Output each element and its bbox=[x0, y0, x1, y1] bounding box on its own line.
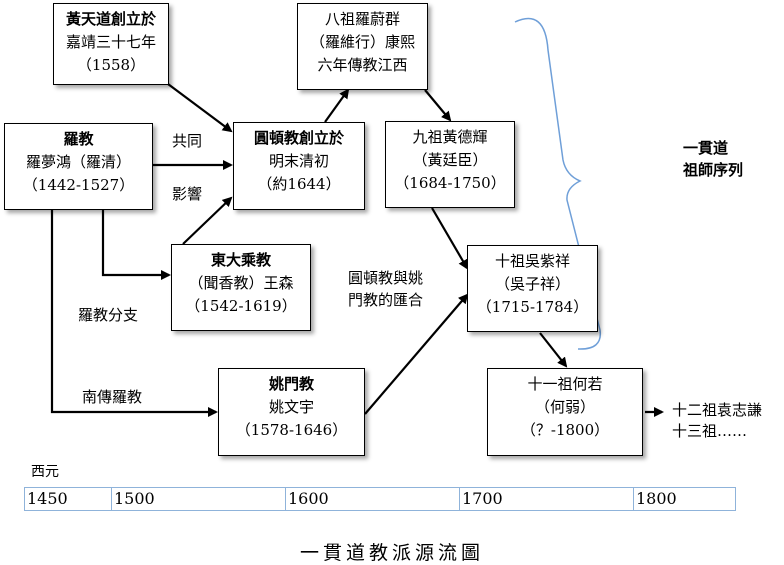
arrow-shi-to-shiyi bbox=[539, 332, 568, 368]
node-jiuzu-line3: （1684-1750） bbox=[394, 174, 506, 192]
diagram-caption: 一貫道教派源流圖 bbox=[299, 542, 484, 564]
node-luojiao-line1: 羅教 bbox=[63, 130, 94, 148]
node-yuandunjiao-line2: 明末清初 bbox=[268, 152, 329, 170]
node-huangtiandao-line2: 嘉靖三十七年 bbox=[65, 33, 156, 51]
arrow-ba-to-jiu bbox=[424, 89, 452, 122]
timeline-year-1800: 1800 bbox=[633, 488, 677, 510]
node-bazu-line2: （羅維行）康熙 bbox=[309, 33, 415, 51]
node-yuandunjiao: 圓頓教創立於 明末清初 （約1644） bbox=[233, 122, 365, 210]
timeline-year-1450: 1450 bbox=[27, 489, 68, 508]
node-shizu-line2: （吳子祥） bbox=[494, 275, 570, 293]
node-bazu-line3: 六年傳教江西 bbox=[317, 56, 408, 74]
arrow-yuandun-to-ba bbox=[324, 88, 350, 123]
node-bazu: 八祖羅蔚群 （羅維行）康熙 六年傳教江西 bbox=[297, 3, 428, 90]
node-shiyizu-line3: （？-1800） bbox=[520, 421, 610, 439]
timeline-year-1600: 1600 bbox=[285, 488, 329, 510]
node-shiyizu-line2: （何弱） bbox=[534, 398, 595, 416]
timeline-bar: 1450 1500 1600 1700 1800 bbox=[24, 487, 736, 511]
label-gongtong: 共同 bbox=[172, 132, 203, 150]
node-luojiao-line3: （1442-1527） bbox=[22, 176, 135, 194]
timeline-year-1700: 1700 bbox=[459, 488, 503, 510]
arrow-yaomen-to-shi bbox=[364, 293, 469, 415]
arrow-luo-to-yaomen bbox=[50, 210, 218, 417]
patriarch-brace bbox=[514, 17, 602, 350]
node-yaomenjiao-line2: 姚文宇 bbox=[268, 398, 314, 416]
label-later-line1: 十二祖袁志謙 bbox=[672, 401, 763, 419]
node-yaomenjiao-line1: 姚門教 bbox=[268, 375, 314, 393]
label-nanchuan: 南傳羅教 bbox=[82, 388, 143, 406]
timeline-year-1500: 1500 bbox=[111, 488, 155, 510]
node-shiyizu: 十一祖何若 （何弱） （？-1800） bbox=[487, 368, 643, 456]
node-luojiao: 羅教 羅夢鴻（羅清） （1442-1527） bbox=[4, 123, 153, 210]
label-patriarchs-line2: 祖師序列 bbox=[683, 161, 744, 179]
label-huihe-line2: 門教的匯合 bbox=[348, 291, 424, 309]
node-dongdacheng-line1: 東大乘教 bbox=[210, 251, 271, 269]
label-luo-branch: 羅教分支 bbox=[78, 306, 139, 324]
node-yaomenjiao-line3: （1578-1646） bbox=[235, 421, 348, 439]
node-jiuzu-line2: （黃廷臣） bbox=[412, 151, 488, 169]
arrow-dongda-to-yuandun bbox=[182, 196, 233, 245]
arrow-luo-to-dongda bbox=[101, 210, 171, 280]
node-bazu-line1: 八祖羅蔚群 bbox=[324, 10, 400, 28]
node-shiyizu-line1: 十一祖何若 bbox=[527, 375, 603, 393]
node-huangtiandao: 黃天道創立於 嘉靖三十七年 （1558） bbox=[53, 3, 169, 85]
node-shizu-line3: （1715-1784） bbox=[476, 298, 589, 316]
node-dongdacheng-line3: （1542-1619） bbox=[185, 297, 297, 315]
node-yaomenjiao: 姚門教 姚文宇 （1578-1646） bbox=[218, 368, 365, 456]
node-jiuzu-line1: 九祖黃德輝 bbox=[412, 128, 488, 146]
node-yuandunjiao-line3: （約1644） bbox=[257, 175, 341, 193]
arrow-huang-to-yuandun bbox=[167, 83, 233, 133]
label-later-line2: 十三祖…… bbox=[672, 422, 748, 440]
node-shizu: 十祖吳紫祥 （吳子祥） （1715-1784） bbox=[467, 245, 598, 332]
node-dongdacheng-line2: （聞香教）王森 bbox=[188, 274, 294, 292]
node-shizu-line1: 十祖吳紫祥 bbox=[494, 252, 570, 270]
arrow-jiu-to-shi bbox=[431, 207, 469, 270]
node-jiuzu: 九祖黃德輝 （黃廷臣） （1684-1750） bbox=[385, 121, 515, 208]
node-luojiao-line2: 羅夢鴻（羅清） bbox=[25, 153, 131, 171]
node-dongdacheng: 東大乘教 （聞香教）王森 （1542-1619） bbox=[171, 244, 311, 331]
timeline-unit: 西元 bbox=[31, 464, 59, 480]
node-huangtiandao-line3: （1558） bbox=[76, 56, 146, 74]
node-huangtiandao-line1: 黃天道創立於 bbox=[65, 10, 156, 28]
label-yingxiang: 影響 bbox=[172, 185, 203, 203]
label-patriarchs-line1: 一貫道 bbox=[683, 139, 729, 157]
node-yuandunjiao-line1: 圓頓教創立於 bbox=[253, 129, 344, 147]
label-huihe-line1: 圓頓教與姚 bbox=[348, 269, 424, 287]
